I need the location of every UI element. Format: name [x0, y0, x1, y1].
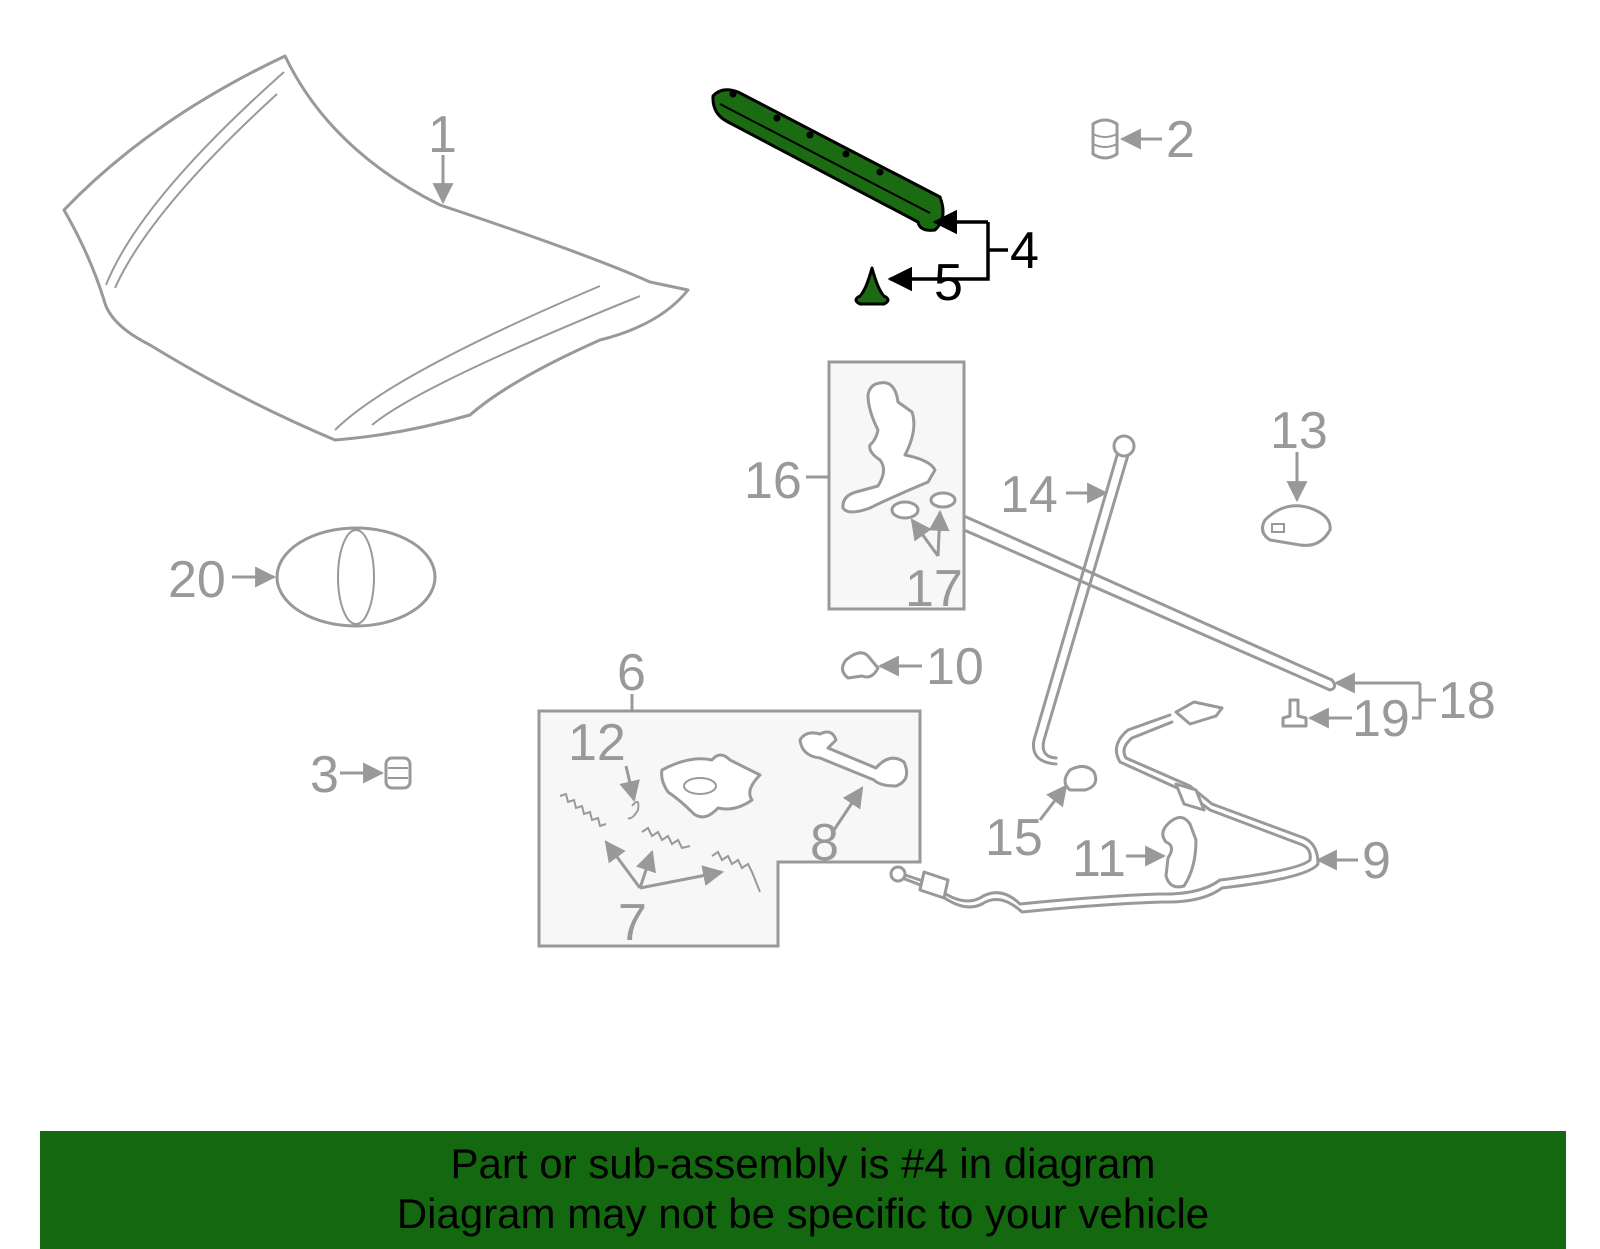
info-banner: Part or sub-assembly is #4 in diagram Di… — [40, 1131, 1566, 1249]
spring-part-7[interactable] — [559, 792, 761, 893]
release-cable-part-9[interactable] — [889, 700, 1320, 914]
banner-line-1: Part or sub-assembly is #4 in diagram — [450, 1140, 1156, 1187]
support-rod-part-14[interactable] — [1031, 434, 1136, 766]
handle-part-8[interactable] — [798, 730, 909, 788]
callout-4: 4 — [1010, 222, 1039, 280]
callout-13: 13 — [1270, 402, 1328, 460]
plug-part-3[interactable] — [384, 756, 412, 790]
callout-19: 19 — [1352, 690, 1410, 748]
support-part-16[interactable] — [841, 381, 937, 514]
lock-part-13[interactable] — [1260, 504, 1332, 547]
seal-part-4[interactable] — [711, 88, 945, 232]
callout-9: 9 — [1362, 832, 1391, 890]
callout-6: 6 — [617, 644, 646, 702]
banner-line-2: Diagram may not be specific to your vehi… — [396, 1190, 1210, 1237]
clip-part-5[interactable] — [854, 266, 890, 306]
callout-1: 1 — [428, 106, 457, 164]
callout-7: 7 — [618, 894, 647, 952]
clip-part-10[interactable] — [841, 651, 880, 680]
emblem-part-20[interactable] — [275, 526, 437, 628]
callout-14: 14 — [1000, 466, 1058, 524]
callout-18: 18 — [1438, 672, 1496, 730]
clamp-part-11[interactable] — [1161, 816, 1198, 889]
callout-3: 3 — [310, 746, 339, 804]
callout-15: 15 — [985, 809, 1043, 867]
callout-5: 5 — [934, 254, 963, 312]
callout-12: 12 — [568, 714, 626, 772]
cushion-part-17[interactable] — [890, 491, 957, 520]
bolt-part-19[interactable] — [1281, 698, 1308, 728]
callout-11: 11 — [1072, 830, 1126, 888]
latch-assembly-box — [537, 709, 922, 948]
callout-2: 2 — [1166, 111, 1195, 169]
callout-10: 10 — [926, 638, 984, 696]
hood-part-1[interactable] — [62, 54, 690, 442]
callout-20: 20 — [168, 551, 226, 609]
callout-16: 16 — [744, 452, 802, 510]
callout-8: 8 — [810, 814, 839, 872]
spring-clip-part-12[interactable] — [627, 800, 640, 820]
callout-17: 17 — [905, 560, 963, 618]
bumper-part-2[interactable] — [1091, 118, 1119, 160]
latch-part-6[interactable] — [660, 753, 762, 819]
grommet-part-15[interactable] — [1063, 765, 1098, 792]
